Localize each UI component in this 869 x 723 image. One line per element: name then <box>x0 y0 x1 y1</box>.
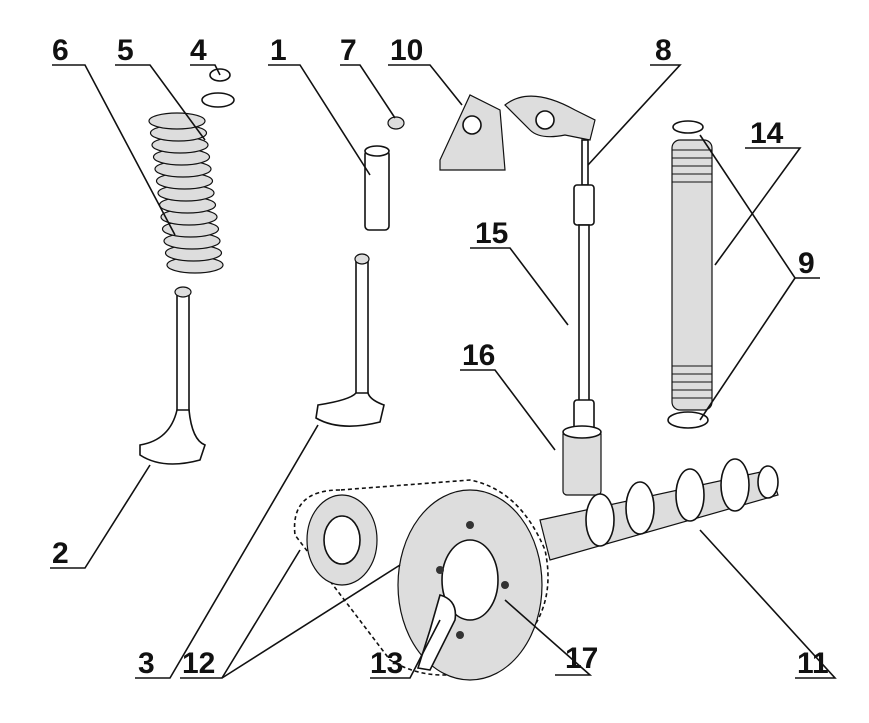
tappet <box>562 425 602 496</box>
label-16: 16 <box>462 339 495 372</box>
cam-lobe <box>585 493 615 547</box>
label-15: 15 <box>475 217 508 250</box>
push-rod-tube <box>667 120 713 429</box>
label-13: 13 <box>370 647 403 680</box>
label-9: 9 <box>798 247 815 280</box>
leader-lines <box>50 64 837 679</box>
timing-chain <box>293 479 549 681</box>
spring-coil <box>148 112 206 130</box>
label-3: 3 <box>138 647 155 680</box>
valve-seal <box>387 116 405 130</box>
push-rod <box>573 139 595 431</box>
valve-guide <box>364 145 390 231</box>
cam-lobe <box>720 458 750 512</box>
cam-lobe <box>675 468 705 522</box>
label-2: 2 <box>52 537 69 570</box>
label-14: 14 <box>750 117 784 150</box>
label-7: 7 <box>340 34 357 67</box>
chain-tensioner <box>416 594 457 671</box>
valve-spring <box>148 112 224 274</box>
cam-lobe <box>625 481 655 535</box>
label-12: 12 <box>182 647 215 680</box>
valve-collet <box>201 68 235 108</box>
label-8: 8 <box>655 34 672 67</box>
valve-right <box>315 253 385 427</box>
label-17: 17 <box>565 642 598 675</box>
label-6: 6 <box>52 34 69 67</box>
label-11: 11 <box>797 647 829 680</box>
label-5: 5 <box>117 34 134 67</box>
label-4: 4 <box>190 34 207 67</box>
label-1: 1 <box>270 34 287 67</box>
label-10: 10 <box>390 34 423 67</box>
camshaft <box>539 458 779 561</box>
valve-left <box>139 286 207 465</box>
